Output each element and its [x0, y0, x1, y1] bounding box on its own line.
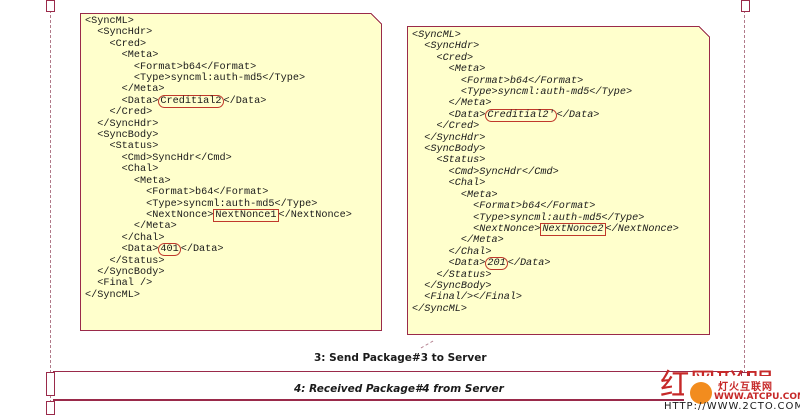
package4-note: <SyncML> <SyncHdr> <Cred> <Meta> <Format… [407, 26, 710, 335]
server-lifeline [744, 0, 745, 413]
xml-line: <Cred> [412, 52, 474, 64]
xml-line: <SyncML> [412, 30, 461, 41]
status-data-highlight: 401 [158, 243, 181, 257]
xml-line: <Cred> [85, 38, 147, 50]
watermark-circle-icon [690, 382, 712, 404]
xml-line: <Data> [412, 258, 486, 270]
package3-note: <SyncML> <SyncHdr> <Cred> <Meta> <Format… [80, 13, 382, 331]
package4-xml: <SyncML> <SyncHdr> <Cred> <Meta> <Format… [412, 30, 679, 315]
xml-line: <SyncML> [85, 16, 134, 27]
xml-line: <SyncHdr> [412, 41, 480, 53]
xml-line: </Meta> [85, 84, 165, 96]
xml-line: <Format>b64</Format> [412, 201, 596, 213]
message-4-frame [53, 371, 743, 400]
xml-line: </Chal> [412, 246, 492, 258]
xml-line: </Status> [412, 269, 492, 281]
note-fold-line [698, 26, 710, 38]
note-connector [420, 340, 434, 349]
watermark-site-name: 灯火互联网 [718, 382, 773, 393]
xml-line: <Format>b64</Format> [85, 187, 269, 199]
xml-line: <Type>syncml:auth-md5</Type> [412, 87, 633, 99]
xml-line: </SyncML> [412, 303, 468, 315]
watermark-http: HTTP://WWW.2CTO.COM [664, 401, 800, 412]
xml-line: </Cred> [412, 121, 480, 133]
cred-data-highlight: Creditial2 [158, 94, 224, 108]
xml-line: </NextNonce> [605, 223, 679, 235]
xml-line: <Meta> [85, 50, 159, 62]
xml-line: </Data> [556, 109, 600, 121]
package3-xml: <SyncML> <SyncHdr> <Cred> <Meta> <Format… [85, 16, 352, 301]
xml-line: <NextNonce> [412, 223, 541, 235]
message-3-label: 3: Send Package#3 to Server [314, 352, 487, 364]
xml-line: <Cmd>SyncHdr</Cmd> [412, 166, 559, 178]
xml-line: </SyncHdr> [412, 132, 486, 144]
xml-line: <Chal> [85, 164, 159, 176]
xml-line: </SyncBody> [85, 266, 165, 278]
next-nonce-highlight: NextNonce2 [540, 222, 606, 236]
xml-line: </Meta> [85, 221, 177, 233]
server-activation-top [741, 0, 750, 12]
xml-line: </Data> [180, 244, 224, 256]
xml-line: <Final /> [85, 278, 153, 290]
client-activation [46, 372, 55, 396]
xml-line: <SyncBody> [412, 144, 486, 156]
xml-line: <Meta> [412, 189, 498, 201]
xml-line: </Meta> [412, 235, 504, 247]
client-activation-top [46, 0, 55, 12]
watermark-site-url: WWW.ATCPU.COM [714, 392, 800, 402]
message-4-bottom-line [53, 400, 743, 401]
cred-data-highlight: Creditial2' [485, 108, 557, 122]
xml-line: <SyncHdr> [85, 27, 153, 39]
xml-line: </Status> [85, 255, 165, 267]
xml-line: </Cred> [85, 107, 153, 119]
xml-line: <Data> [85, 244, 159, 256]
xml-line: <Status> [412, 155, 486, 167]
xml-line: <Meta> [85, 175, 171, 187]
xml-line: <SyncBody> [85, 130, 159, 142]
client-lifeline [50, 0, 51, 413]
xml-line: </Chal> [85, 232, 165, 244]
xml-line: </NextNonce> [278, 209, 352, 221]
xml-line: <Chal> [412, 178, 486, 190]
xml-line: <Type>syncml:auth-md5</Type> [85, 198, 318, 210]
xml-line: </SyncML> [85, 289, 141, 301]
xml-line: <Status> [85, 141, 159, 153]
xml-line: <Format>b64</Format> [85, 61, 257, 73]
note-fold-line [370, 13, 382, 25]
xml-line: <Final/></Final> [412, 292, 523, 304]
next-nonce-highlight: NextNonce1 [213, 208, 279, 222]
xml-line: <Data> [412, 109, 486, 121]
xml-line: </SyncHdr> [85, 118, 159, 130]
message-4-label: 4: Received Package#4 from Server [294, 383, 504, 395]
xml-line: <Type>syncml:auth-md5</Type> [85, 73, 306, 85]
xml-line: <Data> [85, 95, 159, 107]
xml-line: </Meta> [412, 98, 492, 110]
xml-line: <Type>syncml:auth-md5</Type> [412, 212, 645, 224]
xml-line: <NextNonce> [85, 209, 214, 221]
xml-line: <Format>b64</Format> [412, 75, 584, 87]
xml-line: </Data> [507, 258, 551, 270]
xml-line: <Meta> [412, 64, 486, 76]
status-data-highlight: 201 [485, 257, 508, 271]
xml-line: <Cmd>SyncHdr</Cmd> [85, 152, 232, 164]
xml-line: </Data> [223, 95, 267, 107]
xml-line: </SyncBody> [412, 280, 492, 292]
